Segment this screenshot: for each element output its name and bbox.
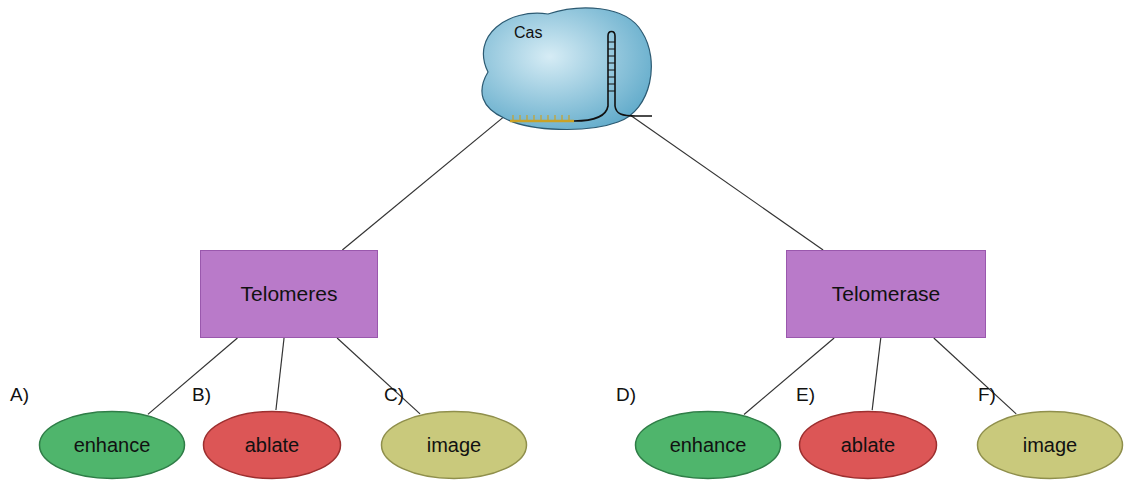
node-text: ablate: [245, 434, 300, 457]
panel-letter: D): [616, 384, 636, 406]
panel-letter: E): [796, 384, 815, 406]
tree-connector: [934, 338, 1016, 414]
tree-connector: [744, 338, 834, 414]
tree-connector: [148, 338, 238, 414]
action-ellipse: image: [380, 410, 528, 480]
tree-connector: [872, 338, 881, 410]
protein-label: Cas: [514, 24, 542, 42]
cloud-outline: [466, 2, 660, 134]
node-text: enhance: [670, 434, 747, 457]
panel-letter: A): [10, 384, 29, 406]
category-box: Telomeres: [200, 250, 378, 338]
category-box: Telomerase: [786, 250, 986, 338]
node-text: ablate: [841, 434, 896, 457]
cas-cloud: Cas: [466, 2, 660, 134]
node-text: Telomerase: [832, 282, 941, 306]
node-text: Telomeres: [241, 282, 338, 306]
action-ellipse: ablate: [202, 410, 342, 480]
panel-letter: C): [384, 384, 404, 406]
panel-letter: B): [192, 384, 211, 406]
tree-connector: [622, 109, 823, 250]
action-ellipse: ablate: [798, 410, 938, 480]
node-text: image: [1023, 434, 1077, 457]
action-ellipse: enhance: [634, 410, 782, 480]
tree-connector: [342, 112, 509, 250]
action-ellipse: enhance: [38, 410, 186, 480]
panel-letter: F): [978, 384, 996, 406]
node-text: image: [427, 434, 481, 457]
guide-rna: [510, 32, 652, 122]
action-ellipse: image: [976, 410, 1124, 480]
tree-connector: [337, 338, 420, 414]
tree-connector: [276, 338, 284, 410]
node-text: enhance: [74, 434, 151, 457]
